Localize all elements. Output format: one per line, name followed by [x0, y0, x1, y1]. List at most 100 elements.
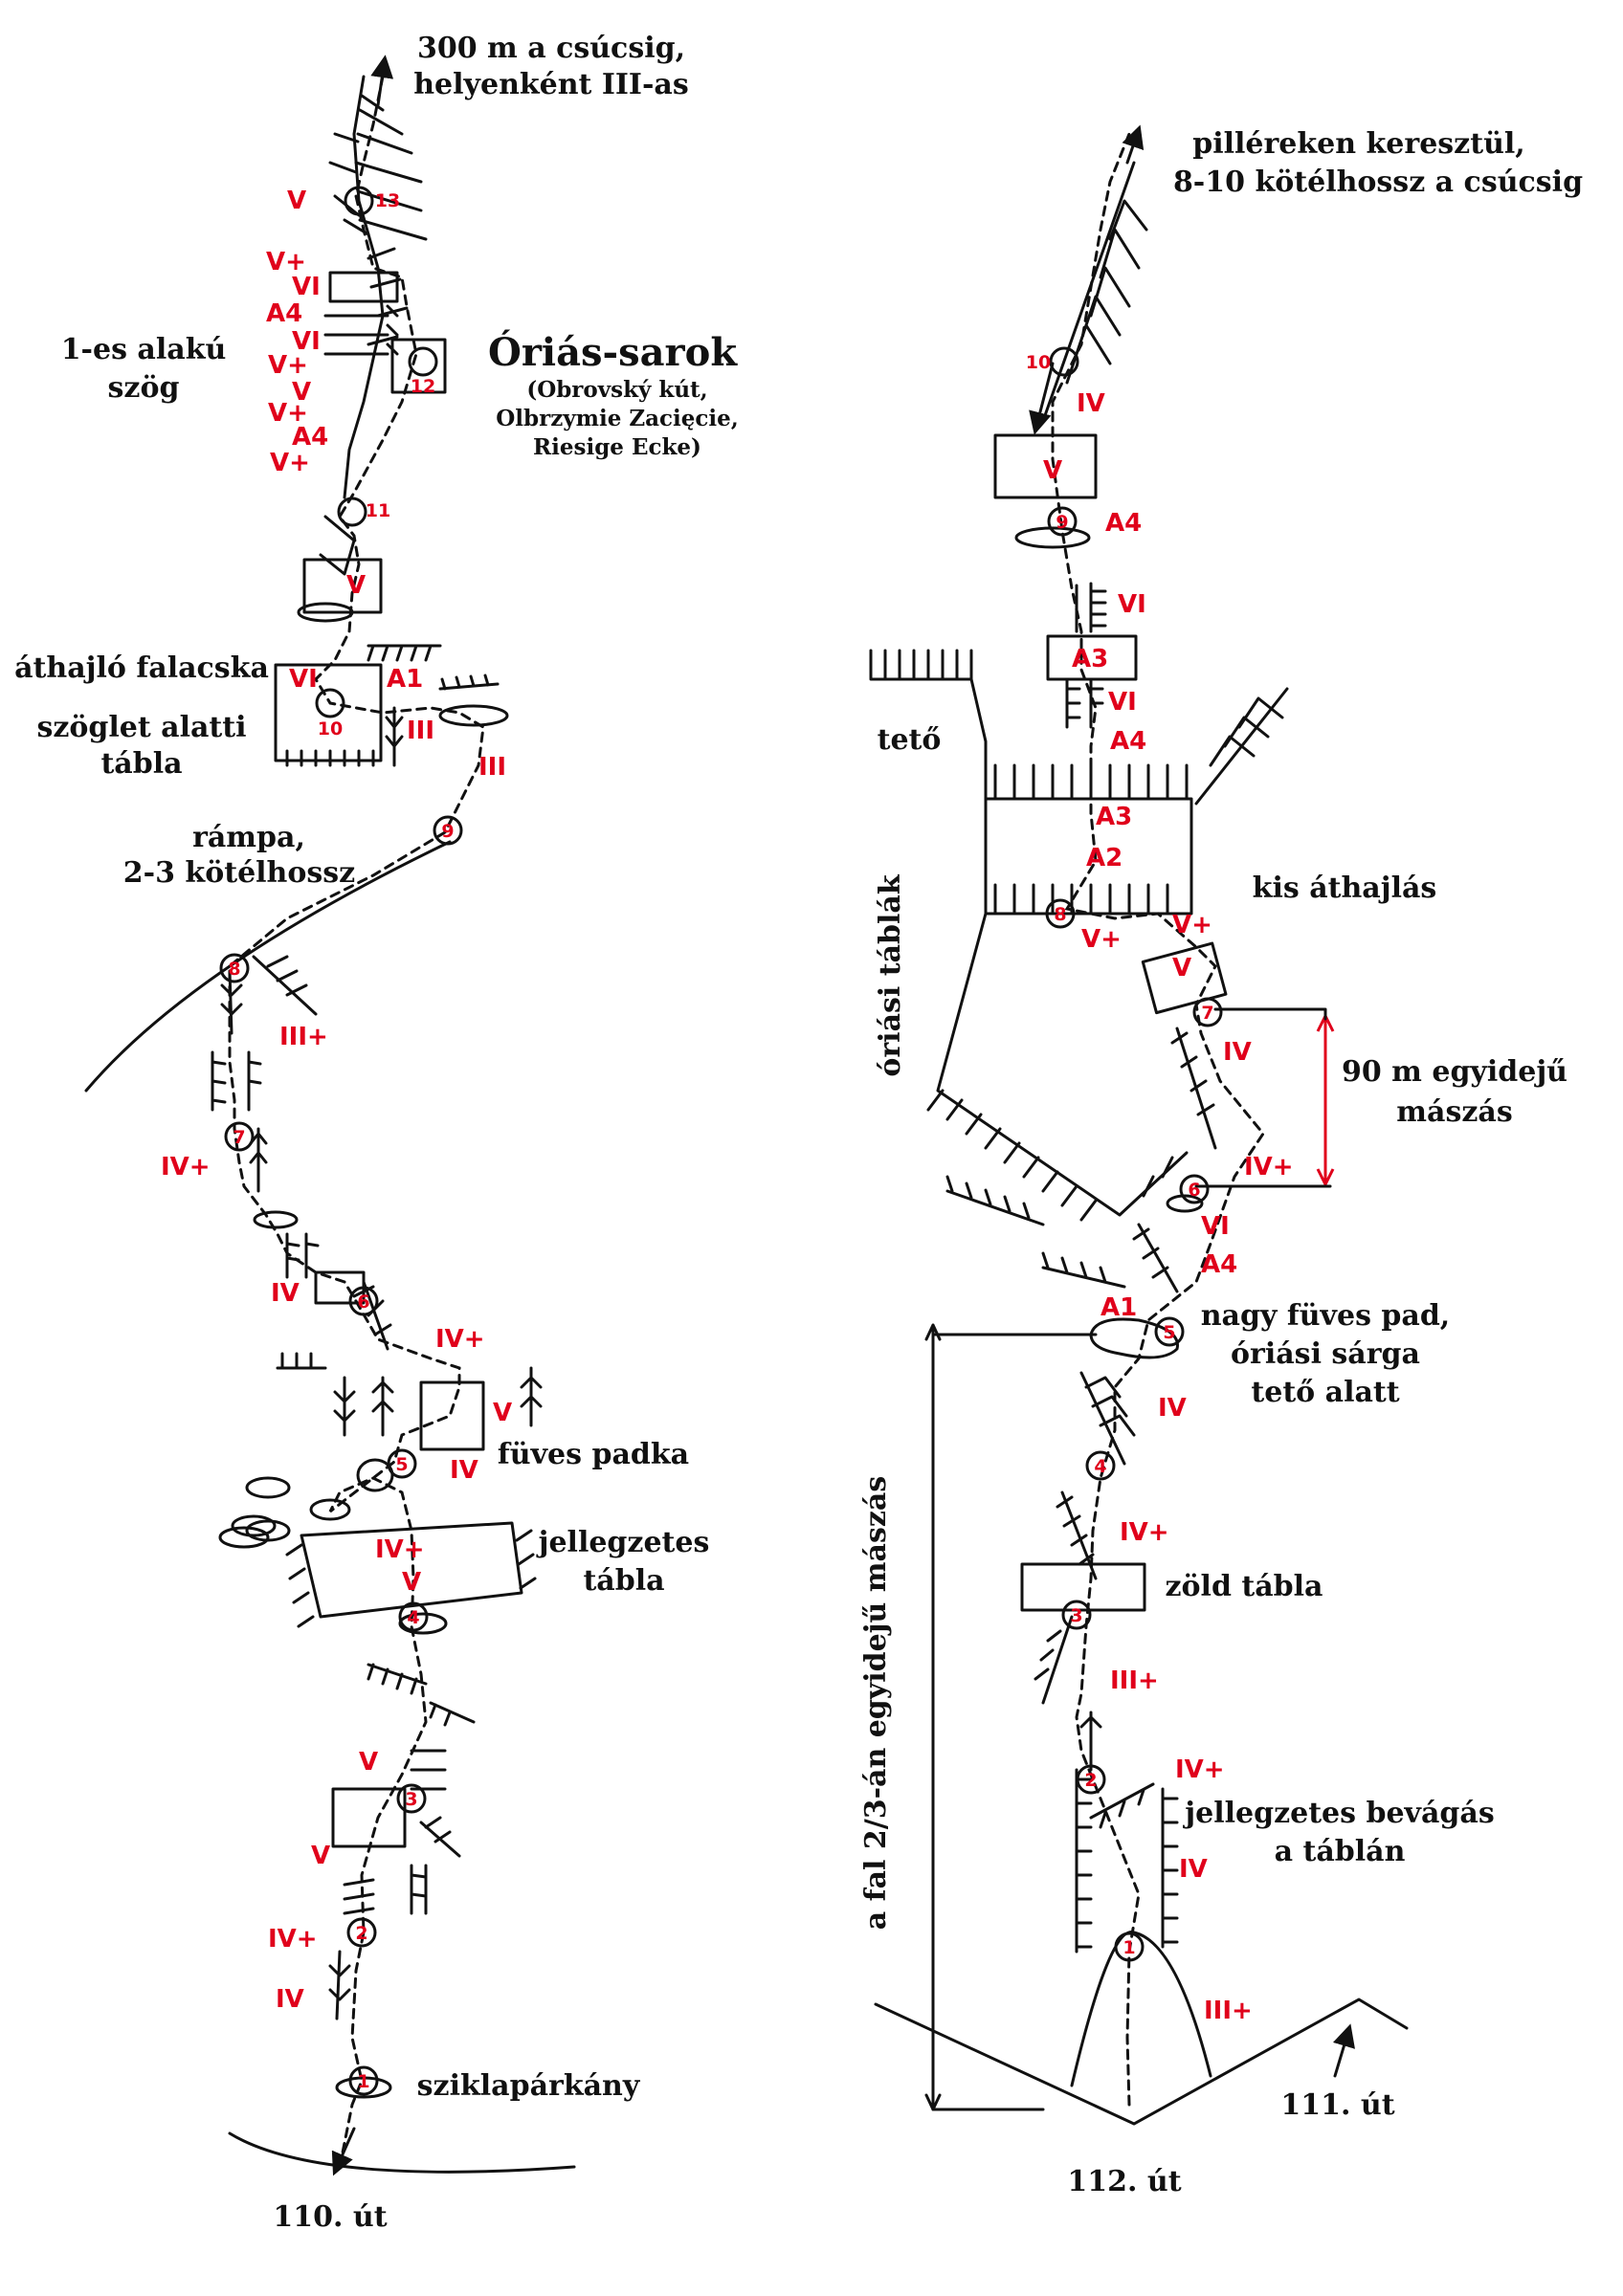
- labels-112: pilléreken keresztül, 8-10 kötélhossz a …: [859, 127, 1583, 2198]
- label-ramp-2: 2-3 kötélhossz: [123, 856, 355, 890]
- altitude-bracket: [924, 1323, 942, 2111]
- belay-7: 7: [1192, 997, 1223, 1027]
- label-ledge-1: sziklapárkány: [417, 2069, 641, 2103]
- grade: A4: [1110, 727, 1146, 756]
- grade: A4: [1201, 1250, 1237, 1279]
- belay-number: 9: [1056, 512, 1068, 533]
- top-note-112-line2: 8-10 kötélhossz a csúcsig: [1173, 166, 1583, 199]
- grass-pad-b: [218, 1526, 270, 1549]
- grade: V+: [268, 399, 308, 428]
- belay-number: 12: [411, 376, 435, 397]
- grade: A3: [1072, 645, 1108, 673]
- grass-patch-1: [245, 1476, 291, 1499]
- grade: VI: [292, 327, 321, 356]
- upper-dihedral-crack: [343, 75, 385, 499]
- label-green-slab: zöld tábla: [1166, 1570, 1323, 1603]
- belay-2: 2: [1076, 1764, 1106, 1795]
- wall-box-a: [328, 271, 399, 303]
- ledge-4: [398, 1612, 448, 1635]
- route-line: [228, 75, 485, 2169]
- label-90m-1: 90 m egyidejű: [1342, 1055, 1567, 1089]
- grade: IV: [1077, 389, 1105, 418]
- belay-number: 6: [1188, 1180, 1200, 1201]
- bottom-arrow: [331, 2127, 356, 2176]
- grade: V+: [268, 351, 308, 380]
- notch-right-wall: [1161, 1787, 1179, 1949]
- arrows-3-2: [1079, 1711, 1102, 1772]
- grass-patch-2: [231, 1514, 277, 1537]
- belay-number: 4: [407, 1607, 419, 1628]
- belay-11: 11: [337, 497, 390, 527]
- grade: V+: [1081, 925, 1122, 954]
- grade: A4: [292, 423, 328, 452]
- label-ramp-1: rámpa,: [192, 821, 305, 854]
- feature-alias-2: Olbrzymie Zacięcie,: [496, 406, 739, 431]
- label-simul-climb: a fal 2/3-án egyidejű mászás: [859, 1476, 893, 1930]
- slab-4-left-hatch: [285, 1543, 315, 1628]
- belay-8: 8: [1045, 898, 1076, 929]
- slab-4-outline: [300, 1521, 523, 1619]
- upper-hatch: [328, 94, 428, 346]
- overhang-6-a: [945, 1175, 1045, 1226]
- ledge-under-box: [297, 602, 354, 623]
- box-v-5: [419, 1380, 485, 1451]
- belay-7: 7: [224, 1121, 255, 1152]
- arrows-5-right: [520, 1366, 543, 1427]
- feature-alias-3: Riesige Ecke): [533, 434, 701, 460]
- grade: V+: [270, 449, 310, 477]
- belay-number: 6: [357, 1292, 369, 1313]
- box-v-7: [1141, 941, 1228, 1015]
- hatch-2-right: [410, 1864, 428, 1915]
- belay-4: 4: [1085, 1450, 1116, 1481]
- notch-diagonal: [1089, 1782, 1155, 1829]
- start-mound: [1070, 1931, 1212, 2087]
- grade: IV: [1158, 1394, 1187, 1423]
- grade: A1: [1101, 1293, 1137, 1322]
- roof-hatch: [993, 763, 1189, 801]
- top-note-112-line1: pilléreken keresztül,: [1192, 127, 1524, 161]
- belay-number: 4: [1094, 1456, 1106, 1477]
- ledge-1: [335, 2076, 392, 2099]
- crack-3-2: [1034, 1615, 1074, 1705]
- crack-10: [385, 706, 404, 767]
- feature-box-12: [390, 338, 447, 394]
- label-slab-4-1: jellegzetes: [536, 1526, 710, 1559]
- grade: IV+: [268, 1925, 318, 1954]
- belay-number: 1: [1123, 1937, 1135, 1958]
- belay-8: 8: [219, 953, 250, 983]
- belay-9: 9: [1047, 506, 1078, 537]
- label-notch-1: jellegzetes bevágás: [1182, 1797, 1494, 1830]
- label-big-ledge-1: nagy füves pad,: [1201, 1299, 1451, 1333]
- grades-110: V V+ VI A4 VI V+ V V+ A4 V+ V VI A1 III …: [161, 187, 512, 2014]
- grade: V: [359, 1748, 378, 1777]
- box-v-112: [993, 433, 1098, 499]
- top-arrow-112: [1122, 124, 1145, 165]
- label-grassy-ledge: füves padka: [498, 1438, 689, 1471]
- grade: IV+: [435, 1325, 485, 1354]
- overhang-hatch: [367, 644, 442, 662]
- grade: V: [292, 378, 311, 407]
- label-90m-2: mászás: [1396, 1095, 1512, 1129]
- ledge-ramp-top: [438, 704, 509, 727]
- arrow-10-9: [1029, 362, 1055, 435]
- belay-6: 6: [1179, 1174, 1210, 1204]
- roof-left: [869, 649, 988, 801]
- grade: IV: [1179, 1855, 1208, 1884]
- crack-4-3: [1056, 1490, 1098, 1580]
- belay-number: 5: [395, 1454, 408, 1475]
- crack-7-6: [1170, 1027, 1217, 1150]
- ledge-9: [1014, 526, 1091, 549]
- top-note-110-line2: helyenként III-as: [413, 68, 689, 101]
- belay-1: 1: [1114, 1932, 1145, 1962]
- giant-slab-box: [984, 797, 1193, 916]
- route-title-112: 112. út: [1067, 2165, 1181, 2198]
- labels-110: 300 m a csúcsig, helyenként III-as Óriás…: [14, 32, 739, 2234]
- grade: A4: [1105, 509, 1142, 538]
- belay-3: 3: [1061, 1600, 1092, 1630]
- belay-number: 8: [1054, 904, 1066, 925]
- grade: III+: [1110, 1667, 1159, 1695]
- belay-number: 7: [233, 1127, 245, 1148]
- slab-under-11: [319, 515, 356, 576]
- arrows-5-left: [333, 1376, 356, 1437]
- giant-slab-hatch: [993, 883, 1169, 916]
